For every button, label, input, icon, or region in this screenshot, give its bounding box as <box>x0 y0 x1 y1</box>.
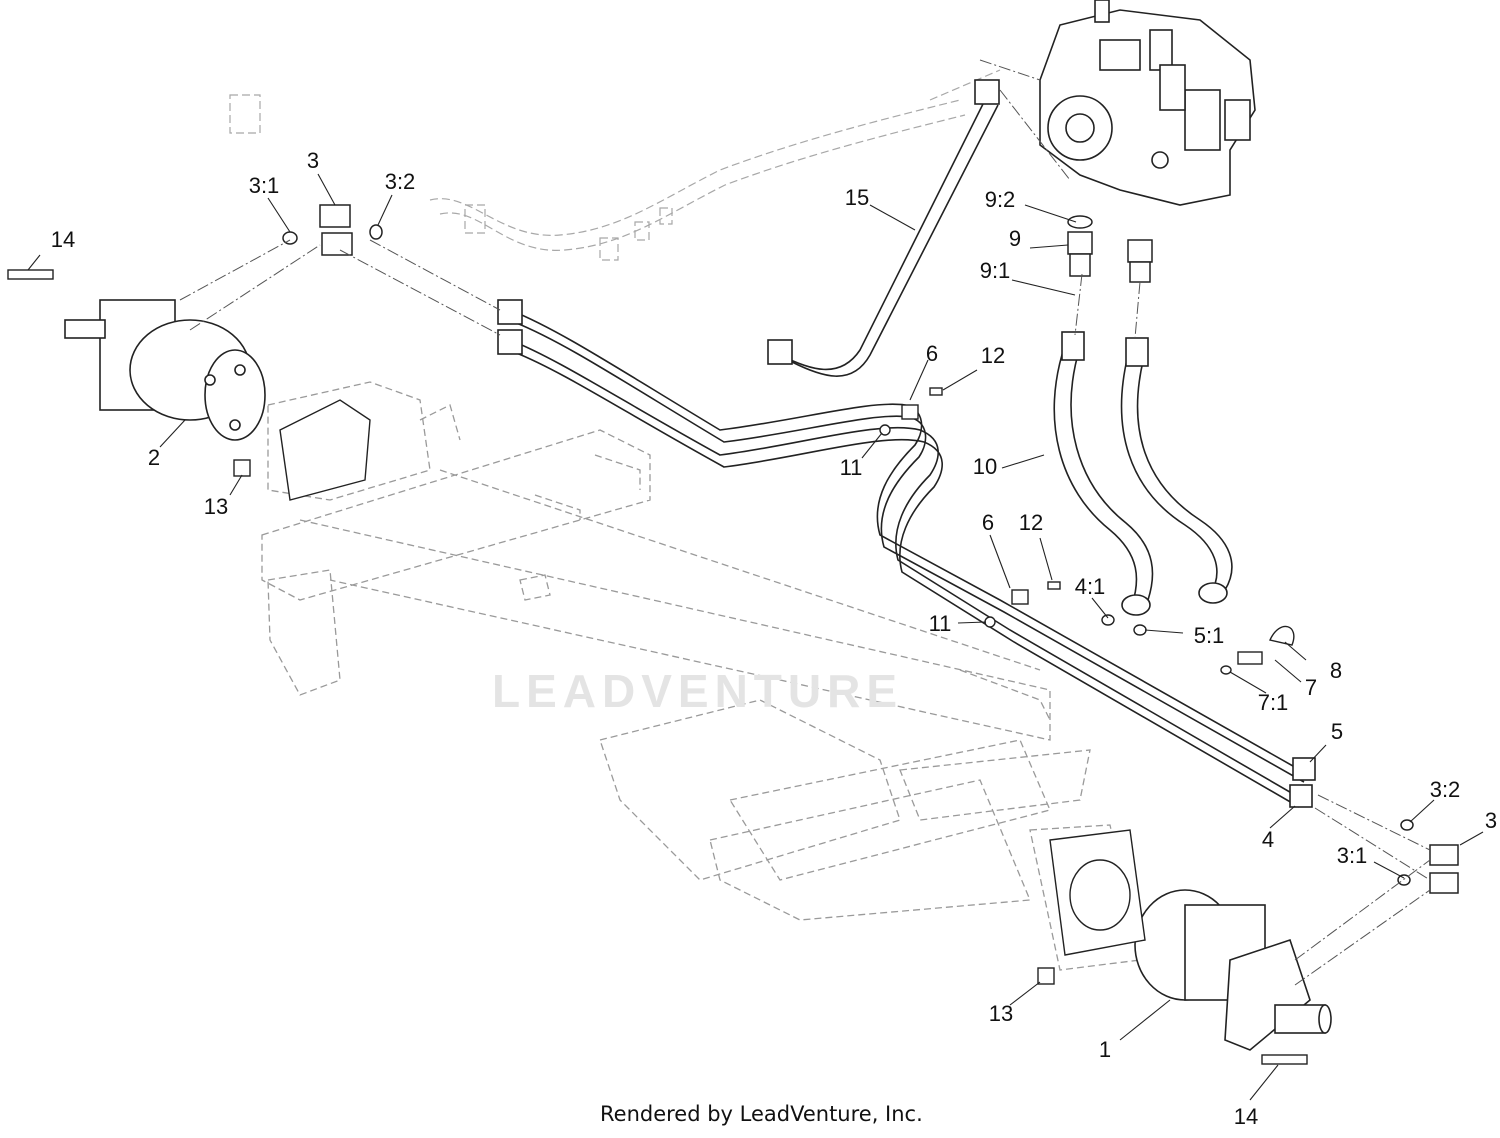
callout-3-2-left: 3:2 <box>384 169 416 194</box>
flexible-hoses <box>1053 331 1233 616</box>
callout-11-lower: 11 <box>928 611 952 636</box>
pump-fittings <box>1067 215 1153 283</box>
right-motor-mount <box>279 399 1146 956</box>
callout-13-left: 13 <box>203 494 229 519</box>
callout-14-right: 14 <box>1233 1104 1259 1129</box>
chassis-frame <box>261 381 1141 971</box>
callout-5: 5 <box>1330 719 1344 744</box>
alignment-lines <box>179 59 1431 986</box>
callout-7: 7 <box>1304 675 1318 700</box>
callout-7-1: 7:1 <box>1257 690 1289 715</box>
elbow-fittings <box>282 204 1459 894</box>
callout-4-1: 4:1 <box>1074 574 1106 599</box>
callout-12-upper: 12 <box>980 343 1006 368</box>
callout-3-left: 3 <box>306 148 320 173</box>
callout-9-1: 9:1 <box>979 258 1011 283</box>
callout-3-1-left: 3:1 <box>248 173 280 198</box>
hydraulic-pump <box>1039 0 1256 206</box>
callout-12-lower: 12 <box>1018 510 1044 535</box>
callout-6-upper: 6 <box>925 341 939 366</box>
callout-leaders <box>27 173 1484 1101</box>
small-hardware <box>7 269 1308 1065</box>
callout-4: 4 <box>1261 827 1275 852</box>
phantom-hoses <box>229 69 1001 261</box>
left-wheel-motor <box>64 299 266 441</box>
callout-2: 2 <box>147 445 161 470</box>
footer-credit: Rendered by LeadVenture, Inc. <box>600 1102 923 1126</box>
callout-15: 15 <box>844 185 870 210</box>
callout-3-1-right: 3:1 <box>1336 843 1368 868</box>
watermark-text: LEADVENTURE <box>492 665 904 717</box>
callout-5-1: 5:1 <box>1193 623 1225 648</box>
callout-8: 8 <box>1329 658 1343 683</box>
callout-13-right: 13 <box>988 1001 1014 1026</box>
callout-9-2: 9:2 <box>984 187 1016 212</box>
callout-10: 10 <box>972 454 998 479</box>
callout-6-lower: 6 <box>981 510 995 535</box>
callout-1: 1 <box>1098 1037 1112 1062</box>
callout-14-left: 14 <box>50 227 76 252</box>
callout-3-2-right: 3:2 <box>1429 777 1461 802</box>
callout-11-upper: 11 <box>839 455 863 480</box>
right-wheel-motor <box>1134 889 1332 1051</box>
callout-9: 9 <box>1008 226 1022 251</box>
callout-3-right: 3 <box>1484 808 1498 833</box>
